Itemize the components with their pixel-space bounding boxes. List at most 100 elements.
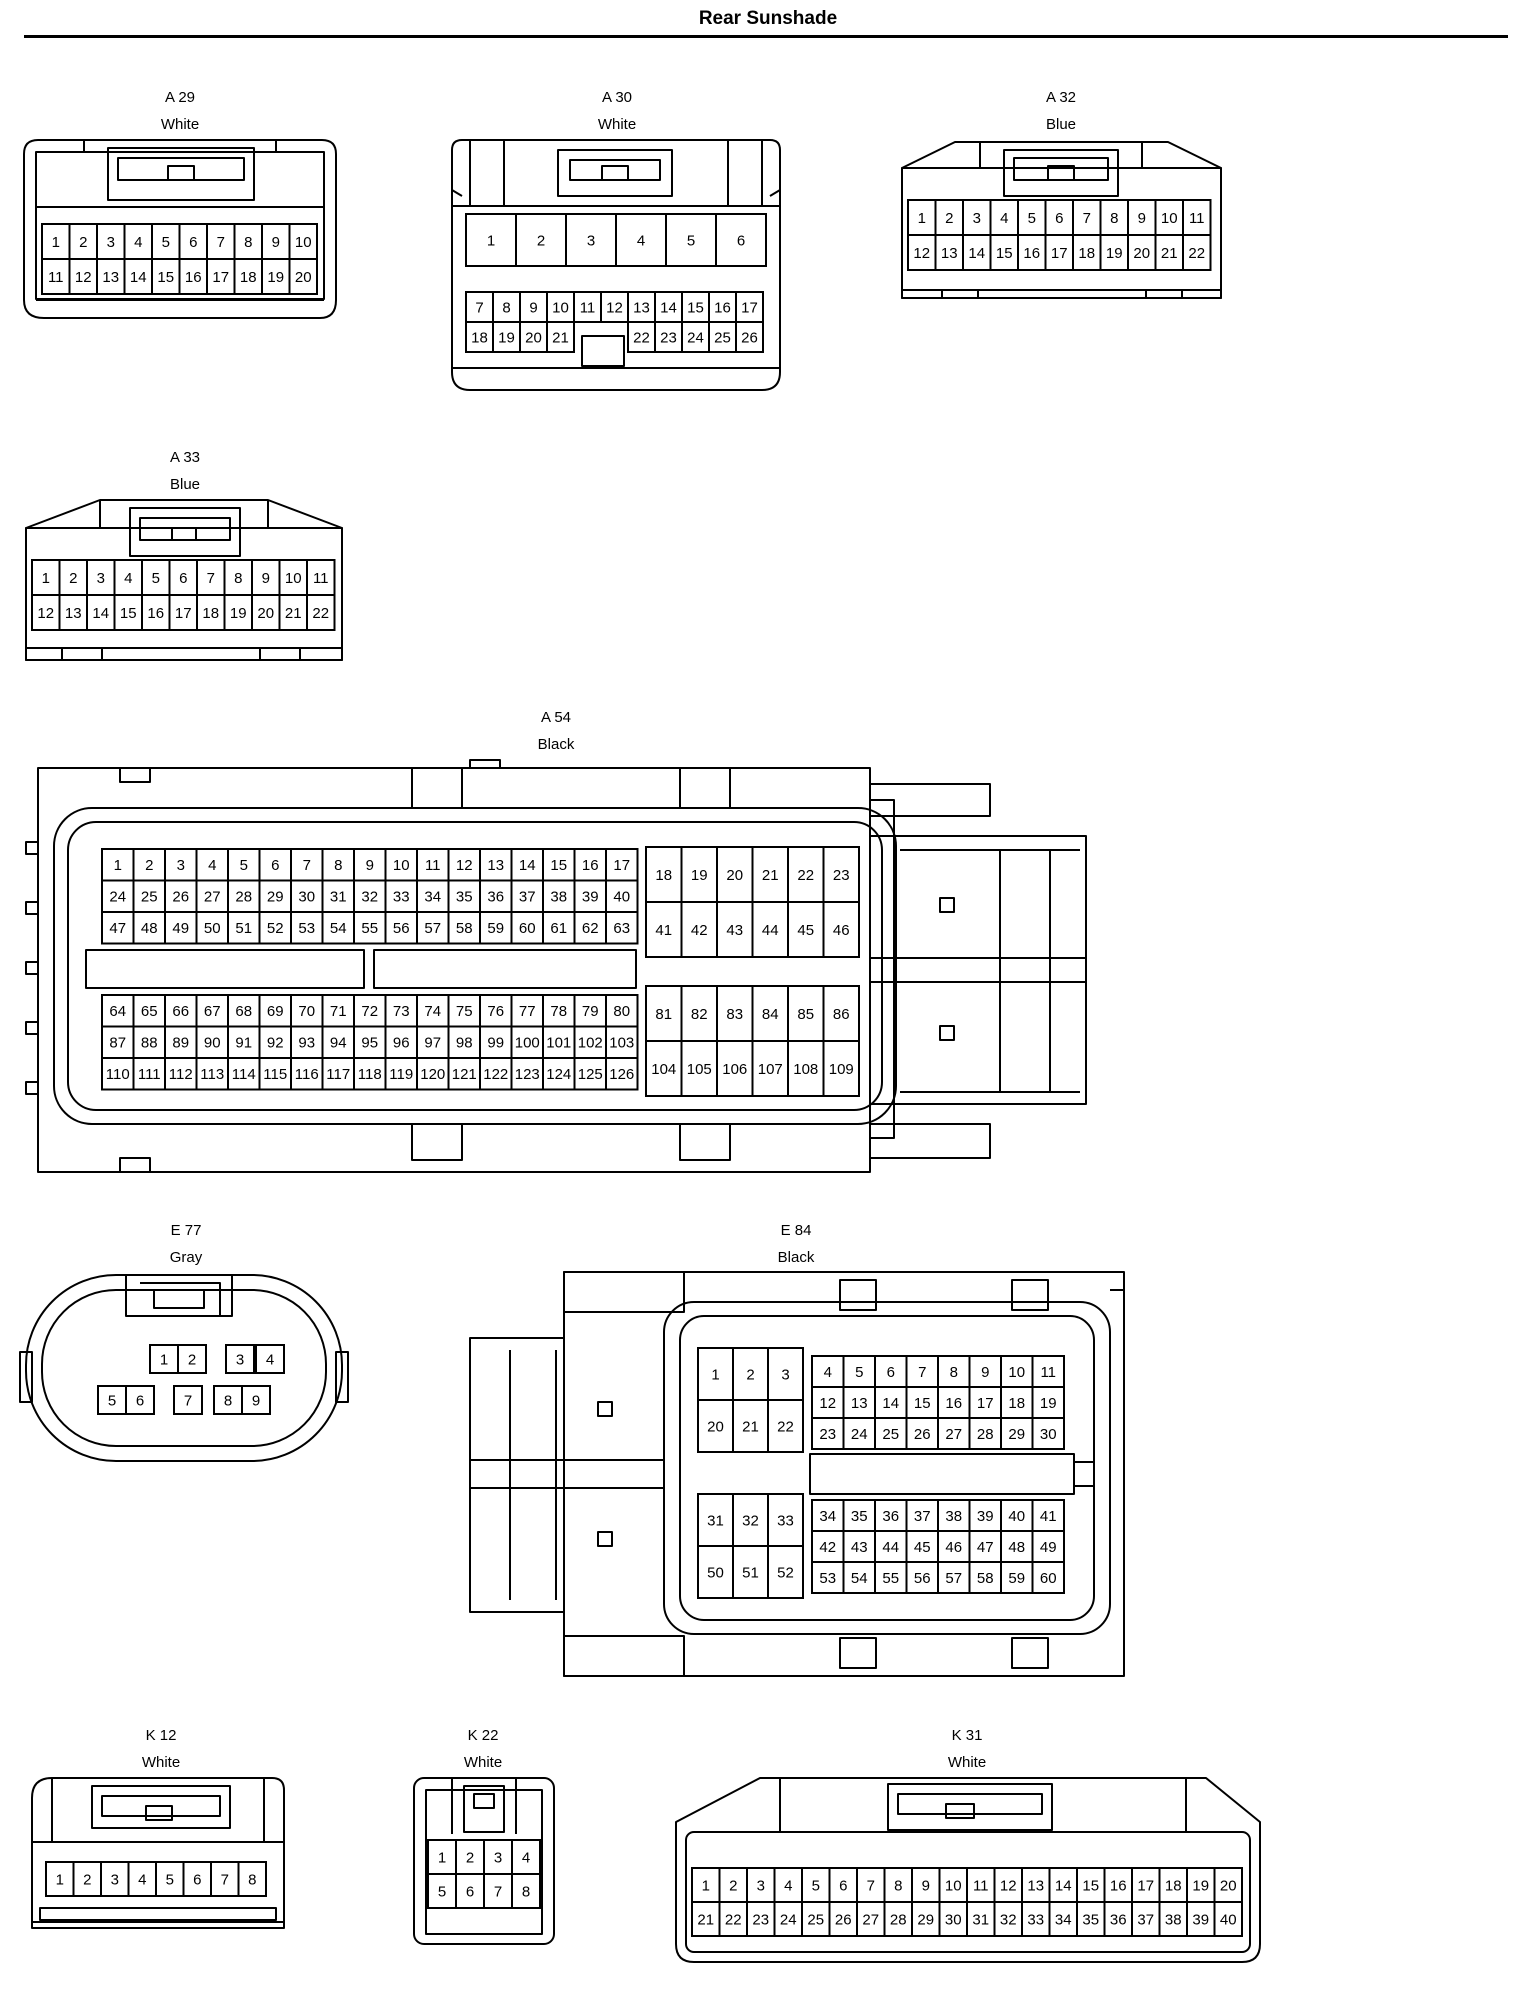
pin-number: 77	[519, 1003, 536, 1020]
pin-cell	[151, 258, 181, 295]
pin-number: 20	[525, 329, 542, 346]
pin-number: 14	[92, 605, 109, 622]
pin-cell	[258, 911, 292, 945]
pin-number: 16	[714, 299, 731, 316]
pin-cell	[1031, 1355, 1065, 1388]
pin-number: 119	[389, 1066, 413, 1083]
pin-number: 62	[582, 920, 599, 937]
pin-number: 11	[313, 570, 329, 587]
pin-number: 9	[922, 1877, 930, 1894]
pin-number: 39	[977, 1508, 994, 1525]
pin-number: 33	[393, 889, 410, 906]
pin-number: 106	[722, 1061, 747, 1078]
pin-cell	[182, 1861, 212, 1897]
pin-number: 1	[711, 1366, 719, 1383]
pin-number: 110	[106, 1066, 130, 1083]
pin-cell	[227, 911, 261, 945]
pin-number: 11	[973, 1877, 989, 1894]
pin-number: 21	[697, 1911, 714, 1928]
pin-cell	[483, 1839, 513, 1875]
pin-number: 10	[285, 570, 302, 587]
pin-number: 49	[172, 920, 189, 937]
pin-number: 98	[456, 1035, 473, 1052]
pin-number: 8	[1110, 210, 1118, 227]
pin-cell	[86, 594, 116, 631]
pin-number: 67	[204, 1003, 221, 1020]
pin-number: 13	[633, 299, 650, 316]
pin-cell	[416, 994, 450, 1028]
pin-number: 26	[914, 1426, 931, 1443]
pin-cell	[237, 1861, 267, 1897]
pin-number: 39	[1192, 1911, 1209, 1928]
pin-number: 6	[193, 1871, 201, 1888]
pin-cell	[515, 213, 567, 267]
pin-cell	[164, 879, 198, 913]
pin-number: 109	[829, 1061, 854, 1078]
pin-cell	[716, 985, 754, 1042]
pin-number: 59	[1008, 1570, 1025, 1587]
pin-number: 68	[235, 1003, 252, 1020]
pin-cell	[261, 223, 291, 260]
pin-number: 15	[157, 269, 174, 286]
pin-number: 95	[361, 1035, 378, 1052]
pin-number: 14	[130, 269, 147, 286]
pin-cell	[241, 1385, 271, 1415]
pin-number: 5	[687, 232, 695, 249]
pin-number: 5	[166, 1871, 174, 1888]
pin-cell	[511, 1873, 541, 1909]
pin-cell	[96, 223, 126, 260]
pin-number: 9	[529, 299, 537, 316]
pin-number: 13	[487, 857, 504, 874]
pin-cell	[801, 1867, 831, 1903]
pin-cell	[1031, 1530, 1065, 1563]
pin-cell	[164, 1057, 198, 1091]
pin-cell	[113, 594, 143, 631]
pin-cell	[1044, 234, 1074, 271]
pin-number: 7	[867, 1877, 875, 1894]
pin-number: 6	[466, 1883, 474, 1900]
pin-cell	[842, 1355, 876, 1388]
pin-number: 6	[189, 234, 197, 251]
pin-number: 8	[334, 857, 342, 874]
pin-cell	[605, 848, 639, 882]
pin-number: 4	[824, 1364, 832, 1381]
pin-cell	[1031, 1417, 1065, 1450]
pin-number: 20	[726, 867, 743, 884]
pin-number: 33	[777, 1512, 794, 1529]
pin-cell	[149, 1344, 179, 1374]
pin-cell	[1186, 1901, 1216, 1937]
pin-number: 30	[945, 1911, 962, 1928]
pin-cell	[251, 559, 281, 596]
pin-number: 6	[179, 570, 187, 587]
pin-number: 16	[1110, 1877, 1127, 1894]
pin-cell	[938, 1901, 968, 1937]
pin-number: 8	[248, 1871, 256, 1888]
pin-number: 21	[552, 329, 569, 346]
pin-number: 17	[1051, 245, 1068, 262]
pin-number: 118	[358, 1066, 382, 1083]
pin-cell	[627, 291, 656, 323]
pin-number: 72	[361, 1003, 378, 1020]
pin-number: 3	[97, 570, 105, 587]
pin-cell	[627, 321, 656, 353]
pin-number: 70	[298, 1003, 315, 1020]
pin-number: 47	[109, 920, 126, 937]
pin-number: 103	[609, 1035, 634, 1052]
pin-number: 9	[366, 857, 374, 874]
pin-number: 4	[266, 1351, 274, 1368]
pin-number: 23	[660, 329, 677, 346]
pin-number: 15	[120, 605, 137, 622]
pin-cell	[225, 1344, 255, 1374]
pin-number: 3	[757, 1877, 765, 1894]
pin-number: 93	[298, 1035, 315, 1052]
pin-number: 10	[1008, 1364, 1025, 1381]
pin-number: 26	[741, 329, 758, 346]
pin-number: 22	[1188, 245, 1205, 262]
pin-cell	[141, 594, 171, 631]
pin-number: 13	[851, 1395, 868, 1412]
pin-cell	[691, 1867, 721, 1903]
pin-number: 55	[882, 1570, 899, 1587]
